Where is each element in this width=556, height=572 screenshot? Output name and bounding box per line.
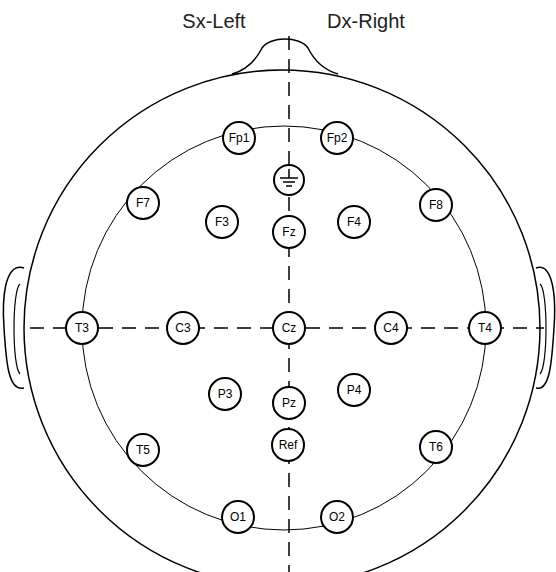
electrode-label: F8 <box>429 199 443 211</box>
ground-symbol <box>274 165 304 195</box>
nose <box>232 39 338 74</box>
right-ear-inner <box>540 284 546 374</box>
electrode-circle: Fp1 <box>222 121 256 155</box>
electrode-label: T3 <box>75 322 89 334</box>
electrode-circle: Pz <box>272 386 306 420</box>
electrode-circle: T4 <box>468 311 502 345</box>
electrode-circle: F4 <box>337 205 371 239</box>
electrode-label: T5 <box>136 444 150 456</box>
electrode-label: Fp1 <box>229 132 250 144</box>
head-circle <box>24 70 540 572</box>
side-label: Sx-Left <box>180 10 247 33</box>
electrode-circle: Cz <box>272 311 306 345</box>
electrode-label: T4 <box>478 322 492 334</box>
electrode-label: Ref <box>279 439 298 451</box>
sagittal-line <box>288 36 290 572</box>
electrode-label: O1 <box>230 511 246 523</box>
electrode-circle: C3 <box>166 311 200 345</box>
electrode-label: Pz <box>282 397 296 409</box>
electrode-circle: O2 <box>320 500 354 534</box>
electrode-label: Fz <box>282 226 295 238</box>
electrode-label: P4 <box>347 384 362 396</box>
electrode-circle: Fp2 <box>320 121 354 155</box>
electrode-label: Cz <box>282 322 297 334</box>
electrode-label: C3 <box>175 322 190 334</box>
electrode-circle: Ref <box>271 428 305 462</box>
electrode-circle: P4 <box>337 373 371 407</box>
electrode-circle: P3 <box>208 377 242 411</box>
electrode-circle: F7 <box>126 186 160 220</box>
left-ear-inner <box>14 284 20 374</box>
electrode-label: F4 <box>347 216 361 228</box>
left-ear <box>3 267 24 388</box>
electrode-circle: O1 <box>221 500 255 534</box>
side-label: Dx-Right <box>325 10 407 33</box>
electrode-circle: F8 <box>419 188 453 222</box>
electrode-circle: C4 <box>374 311 408 345</box>
electrode-circle: T6 <box>419 430 453 464</box>
electrode-label: T6 <box>429 441 443 453</box>
electrode-label: F3 <box>215 216 229 228</box>
electrode-label: Fp2 <box>327 132 348 144</box>
electrode-label: P3 <box>218 388 233 400</box>
electrode-circle: Fz <box>272 215 306 249</box>
electrode-circle: T3 <box>65 311 99 345</box>
electrode-circle: T5 <box>126 433 160 467</box>
electrode-label: O2 <box>329 511 345 523</box>
electrode-label: C4 <box>383 322 398 334</box>
electrode-circle: F3 <box>205 205 239 239</box>
electrode-label: F7 <box>136 197 150 209</box>
